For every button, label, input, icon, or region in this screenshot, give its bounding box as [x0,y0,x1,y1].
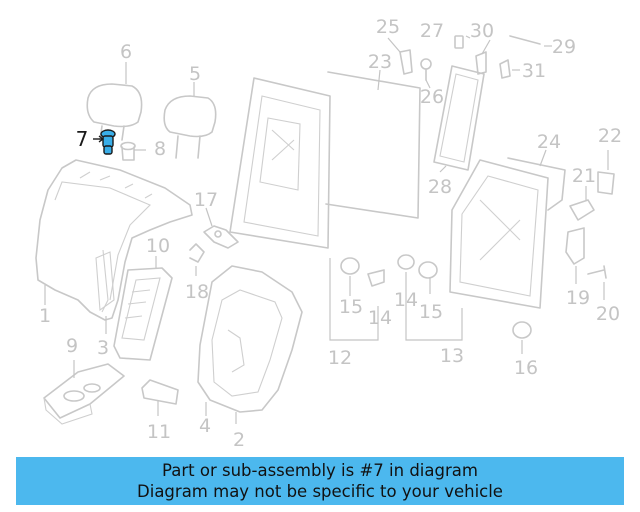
parts-diagram: 1 2 3 4 5 6 7 8 9 10 11 12 13 14 14 15 1… [35,16,622,451]
part-11-trim [141,379,179,405]
part-25-bracket [399,49,413,75]
part-18-clip [189,243,205,263]
part-28-panel [433,65,485,171]
part-19-hinge [565,227,585,265]
part-29-rod [509,35,541,45]
part-8-guide [120,141,136,161]
part-27-clip [454,35,464,49]
part-15-bushing [340,257,360,275]
part-23-frame-panel [229,71,421,249]
callout-3: 3 [97,337,109,359]
leader-lines [44,35,609,424]
part-26-bolt [420,58,432,70]
callout-28: 28 [428,176,452,198]
banner-line-1: Part or sub-assembly is #7 in diagram [162,461,478,480]
callout-2: 2 [233,429,245,451]
callout-24: 24 [537,131,561,153]
callout-1: 1 [39,305,51,327]
callout-29: 29 [552,36,576,58]
callout-14b: 14 [394,289,418,311]
callout-30: 30 [470,20,494,42]
callout-17: 17 [194,189,218,211]
callout-8: 8 [154,138,166,160]
callout-15b: 15 [419,301,443,323]
part-7-headrest-guide [93,129,116,155]
part-31-clip [499,59,511,79]
callout-15a: 15 [339,296,363,318]
callout-22: 22 [598,125,622,147]
part-17-latch [203,225,239,249]
banner-line-2: Diagram may not be specific to your vehi… [137,482,503,501]
callout-4: 4 [199,415,211,437]
callout-labels: 1 2 3 4 5 6 7 8 9 10 11 12 13 14 14 15 1… [39,16,622,451]
part-14-bolt [367,269,385,287]
callout-16: 16 [514,357,538,379]
callout-13: 13 [440,345,464,367]
callout-19: 19 [566,287,590,309]
hardware-parts [340,35,615,339]
callout-25: 25 [376,16,400,38]
part-24-frame-panel [449,157,566,309]
callout-26: 26 [420,86,444,108]
callout-31: 31 [522,60,546,82]
part-1-seatback-cushion [35,159,193,321]
part-15-washer [418,261,438,279]
callout-5: 5 [189,63,201,85]
callout-10: 10 [146,235,170,257]
part-22-block [597,171,615,195]
callout-9: 9 [66,335,78,357]
part-9-armrest [43,363,125,425]
part-21-bracket [569,199,595,221]
callout-27: 27 [420,20,444,42]
callout-14a: 14 [368,307,392,329]
callout-12: 12 [328,347,352,369]
callout-20: 20 [596,303,620,325]
part-30-bracket [475,51,487,75]
callout-23: 23 [368,51,392,73]
part-16-bushing [512,321,532,339]
part-3-frame [101,249,109,313]
callout-7: 7 [76,127,89,151]
part-2-seatback-panel [197,265,303,413]
callout-18: 18 [185,281,209,303]
callout-6: 6 [120,41,132,63]
part-5-headrest [163,95,217,159]
part-14-bushing [397,254,415,270]
callout-11: 11 [147,421,171,443]
info-banner: Part or sub-assembly is #7 in diagram Di… [16,457,624,505]
callout-21: 21 [572,165,596,187]
part-10-passthrough [113,267,173,361]
part-20-bolt [587,265,607,279]
